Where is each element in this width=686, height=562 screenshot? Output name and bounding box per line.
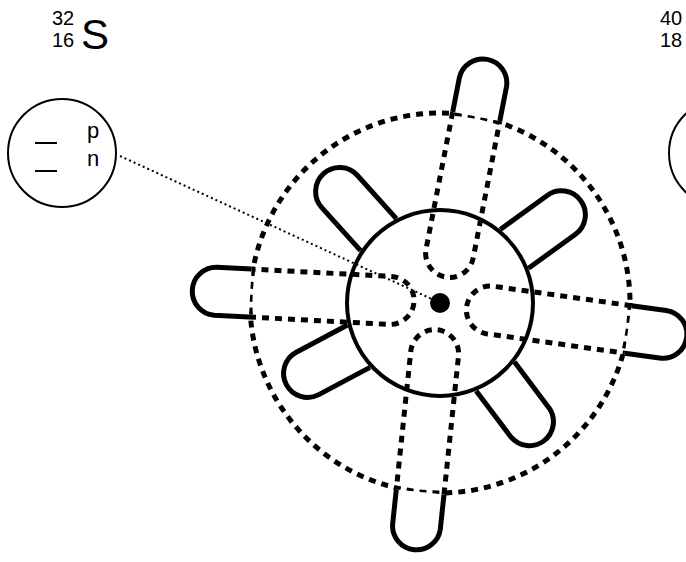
orbital-lobe [192,267,251,317]
proton-neutron-circle: 4018 [668,98,686,208]
nucleus-dot [430,293,450,313]
orbital-lobe [500,191,585,269]
orbital-lobe [426,112,500,278]
answer-blank [35,170,57,172]
circle-outline [668,98,686,208]
orbital-lobe [396,330,458,495]
mass-number: 40 [660,8,682,28]
orbital-lobe [316,168,397,251]
mass-number: 32 [52,8,74,28]
nucleus-circle [347,210,533,396]
orbital-lobe [453,59,507,121]
orbital-lobe [284,325,370,397]
orbital-lobe [476,362,553,446]
proton-neutron-circle: 3216Spn [7,98,117,208]
orbital-lobe [249,269,414,324]
element-symbol: S [81,14,109,56]
circle-outline [669,99,686,207]
orbital-lobes [192,59,686,550]
neutron-label: n [87,148,99,170]
orbital-lobe [466,286,631,353]
proton-label: p [87,120,99,142]
atomic-number: 18 [660,30,682,50]
electron-shell [250,113,630,493]
answer-blank [35,142,57,144]
atomic-number: 16 [52,30,74,50]
circle-outline [7,98,117,208]
orbital-lobe [625,306,686,359]
circle-outline [8,99,116,207]
orbital-lobe [393,490,444,550]
